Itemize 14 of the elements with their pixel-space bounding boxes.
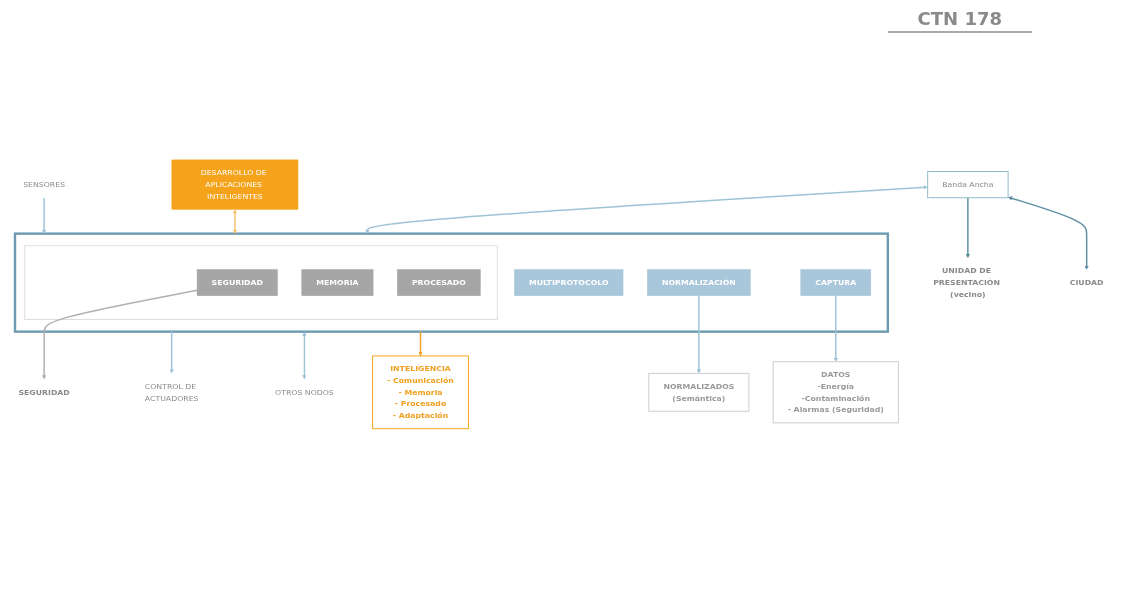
arrow [965, 197, 970, 259]
arrow [42, 197, 47, 235]
header-label: CTN 178 [887, 8, 1032, 33]
arrow [1008, 196, 1089, 270]
cluster [13, 232, 890, 334]
cluster [24, 245, 498, 321]
arrow [169, 331, 174, 374]
arrow [696, 295, 701, 374]
arrow [365, 185, 928, 235]
arrow [42, 289, 198, 380]
arrow [833, 295, 838, 363]
arrow [418, 331, 423, 357]
arrow [302, 331, 307, 380]
arrow [232, 209, 238, 235]
